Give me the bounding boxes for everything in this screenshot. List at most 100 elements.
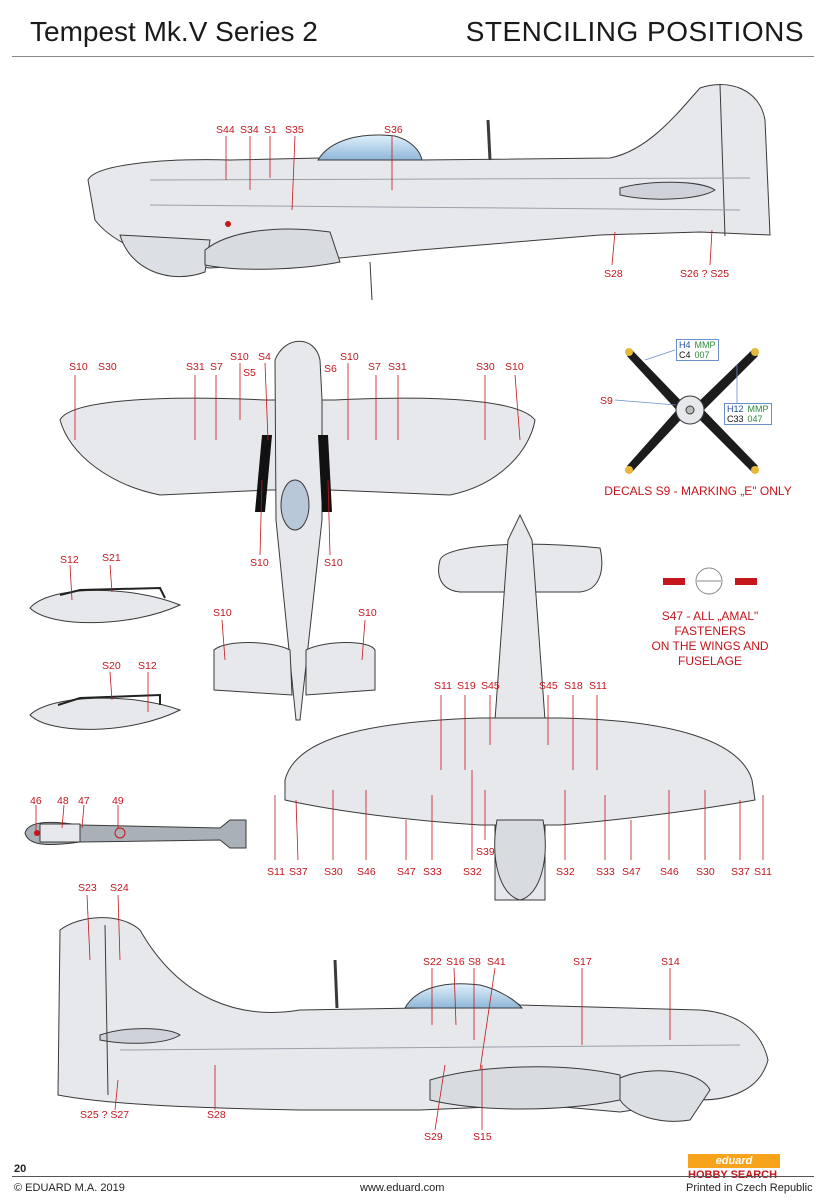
fastener-symbol bbox=[663, 567, 757, 595]
stencil-label: S39 bbox=[476, 846, 495, 858]
stencil-label: S47 bbox=[397, 866, 416, 878]
stencil-label: S37 bbox=[289, 866, 308, 878]
stencil-label: S26 ? S25 bbox=[680, 268, 730, 280]
stencil-label: S35 bbox=[285, 124, 304, 136]
document-title: Tempest Mk.V Series 2 bbox=[30, 16, 318, 47]
prop-decal-note: DECALS S9 - MARKING „E" ONLY bbox=[604, 484, 792, 498]
stencil-label: 46 bbox=[30, 795, 42, 807]
stencil-label: 47 bbox=[78, 795, 90, 807]
bomb-diagram bbox=[24, 804, 247, 849]
stencil-label: S11 bbox=[754, 866, 772, 878]
plan-view-top bbox=[59, 340, 536, 721]
hobby-search-watermark: HOBBY SEARCH bbox=[688, 1169, 778, 1181]
stencil-label: S20 bbox=[102, 660, 121, 672]
stencil-label: S34 bbox=[240, 124, 259, 136]
header-divider bbox=[12, 56, 814, 57]
copyright: © EDUARD M.A. 2019 bbox=[14, 1182, 125, 1194]
stencil-label: S32 bbox=[556, 866, 575, 878]
drop-tank-2 bbox=[29, 671, 182, 730]
page-number: 20 bbox=[14, 1163, 27, 1175]
stencil-label: S8 bbox=[468, 956, 481, 968]
stencil-label: S37 bbox=[731, 866, 750, 878]
stencil-label: S47 bbox=[622, 866, 641, 878]
stencil-label: S32 bbox=[463, 866, 482, 878]
stencil-label: S41 bbox=[487, 956, 506, 968]
stencil-label: S10 bbox=[358, 607, 377, 619]
stencil-label: S12 bbox=[60, 554, 79, 566]
stencil-label: S25 ? S27 bbox=[80, 1109, 130, 1121]
stencil-label: S10 bbox=[69, 361, 88, 373]
stencil-label: S10 bbox=[324, 557, 343, 569]
prop-tag-2-num: 047 bbox=[747, 414, 763, 424]
stencil-label: S5 bbox=[243, 367, 256, 379]
stencil-label: S22 bbox=[423, 956, 442, 968]
stencil-label: S10 bbox=[230, 351, 249, 363]
stencil-label: S31 bbox=[388, 361, 407, 373]
stencil-label: S10 bbox=[250, 557, 269, 569]
stencil-label: S1 bbox=[264, 124, 277, 136]
stencil-label: S4 bbox=[258, 351, 271, 363]
stencil-label: S31 bbox=[186, 361, 205, 373]
stencil-label: 49 bbox=[112, 795, 124, 807]
stencil-label: S45 bbox=[539, 680, 558, 692]
stencil-label: S18 bbox=[564, 680, 583, 692]
propeller-diagram bbox=[614, 348, 759, 474]
prop-tag-1-code: H4 bbox=[679, 340, 691, 350]
stencil-label: S46 bbox=[357, 866, 376, 878]
side-view-top bbox=[87, 84, 771, 301]
stencil-label: S21 bbox=[102, 552, 121, 564]
stencil-label: S11 bbox=[434, 680, 452, 692]
stencil-label: S30 bbox=[98, 361, 117, 373]
stencil-label: S10 bbox=[340, 351, 359, 363]
stencil-label: S11 bbox=[589, 680, 607, 692]
stencil-label: S14 bbox=[661, 956, 680, 968]
prop-tag-2-maker: MMP bbox=[747, 404, 769, 414]
fastener-note: S47 - ALL „AMAL" FASTENERS ON THE WINGS … bbox=[620, 609, 800, 669]
prop-callout-label: S9 bbox=[600, 395, 613, 407]
prop-tag-2-code2: C33 bbox=[727, 414, 744, 424]
stencil-label: S28 bbox=[604, 268, 623, 280]
section-title: STENCILING POSITIONS bbox=[465, 16, 804, 47]
stencil-label: S30 bbox=[476, 361, 495, 373]
fastener-note-line-4: FUSELAGE bbox=[677, 654, 743, 668]
printed-in: Printed in Czech Republic bbox=[686, 1182, 813, 1194]
website: www.eduard.com bbox=[360, 1182, 445, 1194]
stencil-label: S10 bbox=[213, 607, 232, 619]
fastener-note-line-1: S47 - ALL „AMAL" bbox=[661, 609, 759, 623]
eduard-logo: eduard bbox=[688, 1154, 780, 1168]
fastener-note-line-2: FASTENERS bbox=[674, 624, 746, 638]
stencil-label: S24 bbox=[110, 882, 129, 894]
stencil-label: S36 bbox=[384, 124, 403, 136]
stencil-label: S17 bbox=[573, 956, 592, 968]
drop-tank-1 bbox=[29, 564, 182, 624]
prop-tag-1-maker: MMP bbox=[694, 340, 716, 350]
stencil-label: S12 bbox=[138, 660, 157, 672]
stencil-label: 48 bbox=[57, 795, 69, 807]
stencil-label: S29 bbox=[424, 1131, 443, 1143]
stencil-label: S45 bbox=[481, 680, 500, 692]
prop-tag-1-num: 007 bbox=[694, 350, 710, 360]
side-view-bottom bbox=[57, 894, 769, 1131]
stencil-label: S46 bbox=[660, 866, 679, 878]
stencil-label: S7 bbox=[210, 361, 223, 373]
stencil-label: S11 bbox=[267, 866, 285, 878]
prop-tag-1-code2: C4 bbox=[679, 350, 691, 360]
stencil-label: S33 bbox=[423, 866, 442, 878]
stencil-label: S6 bbox=[324, 363, 337, 375]
prop-tag-2-code: H12 bbox=[727, 404, 744, 414]
stencil-label: S28 bbox=[207, 1109, 226, 1121]
stencil-label: S15 bbox=[473, 1131, 492, 1143]
plan-view-bottom bbox=[274, 513, 764, 901]
stencil-label: S7 bbox=[368, 361, 381, 373]
stencil-label: S19 bbox=[457, 680, 476, 692]
stencil-label: S23 bbox=[78, 882, 97, 894]
stencil-label: S10 bbox=[505, 361, 524, 373]
stencil-label: S30 bbox=[696, 866, 715, 878]
stencil-label: S30 bbox=[324, 866, 343, 878]
stencil-label: S33 bbox=[596, 866, 615, 878]
footer-divider bbox=[12, 1176, 814, 1177]
fastener-note-line-3: ON THE WINGS AND bbox=[651, 639, 769, 653]
